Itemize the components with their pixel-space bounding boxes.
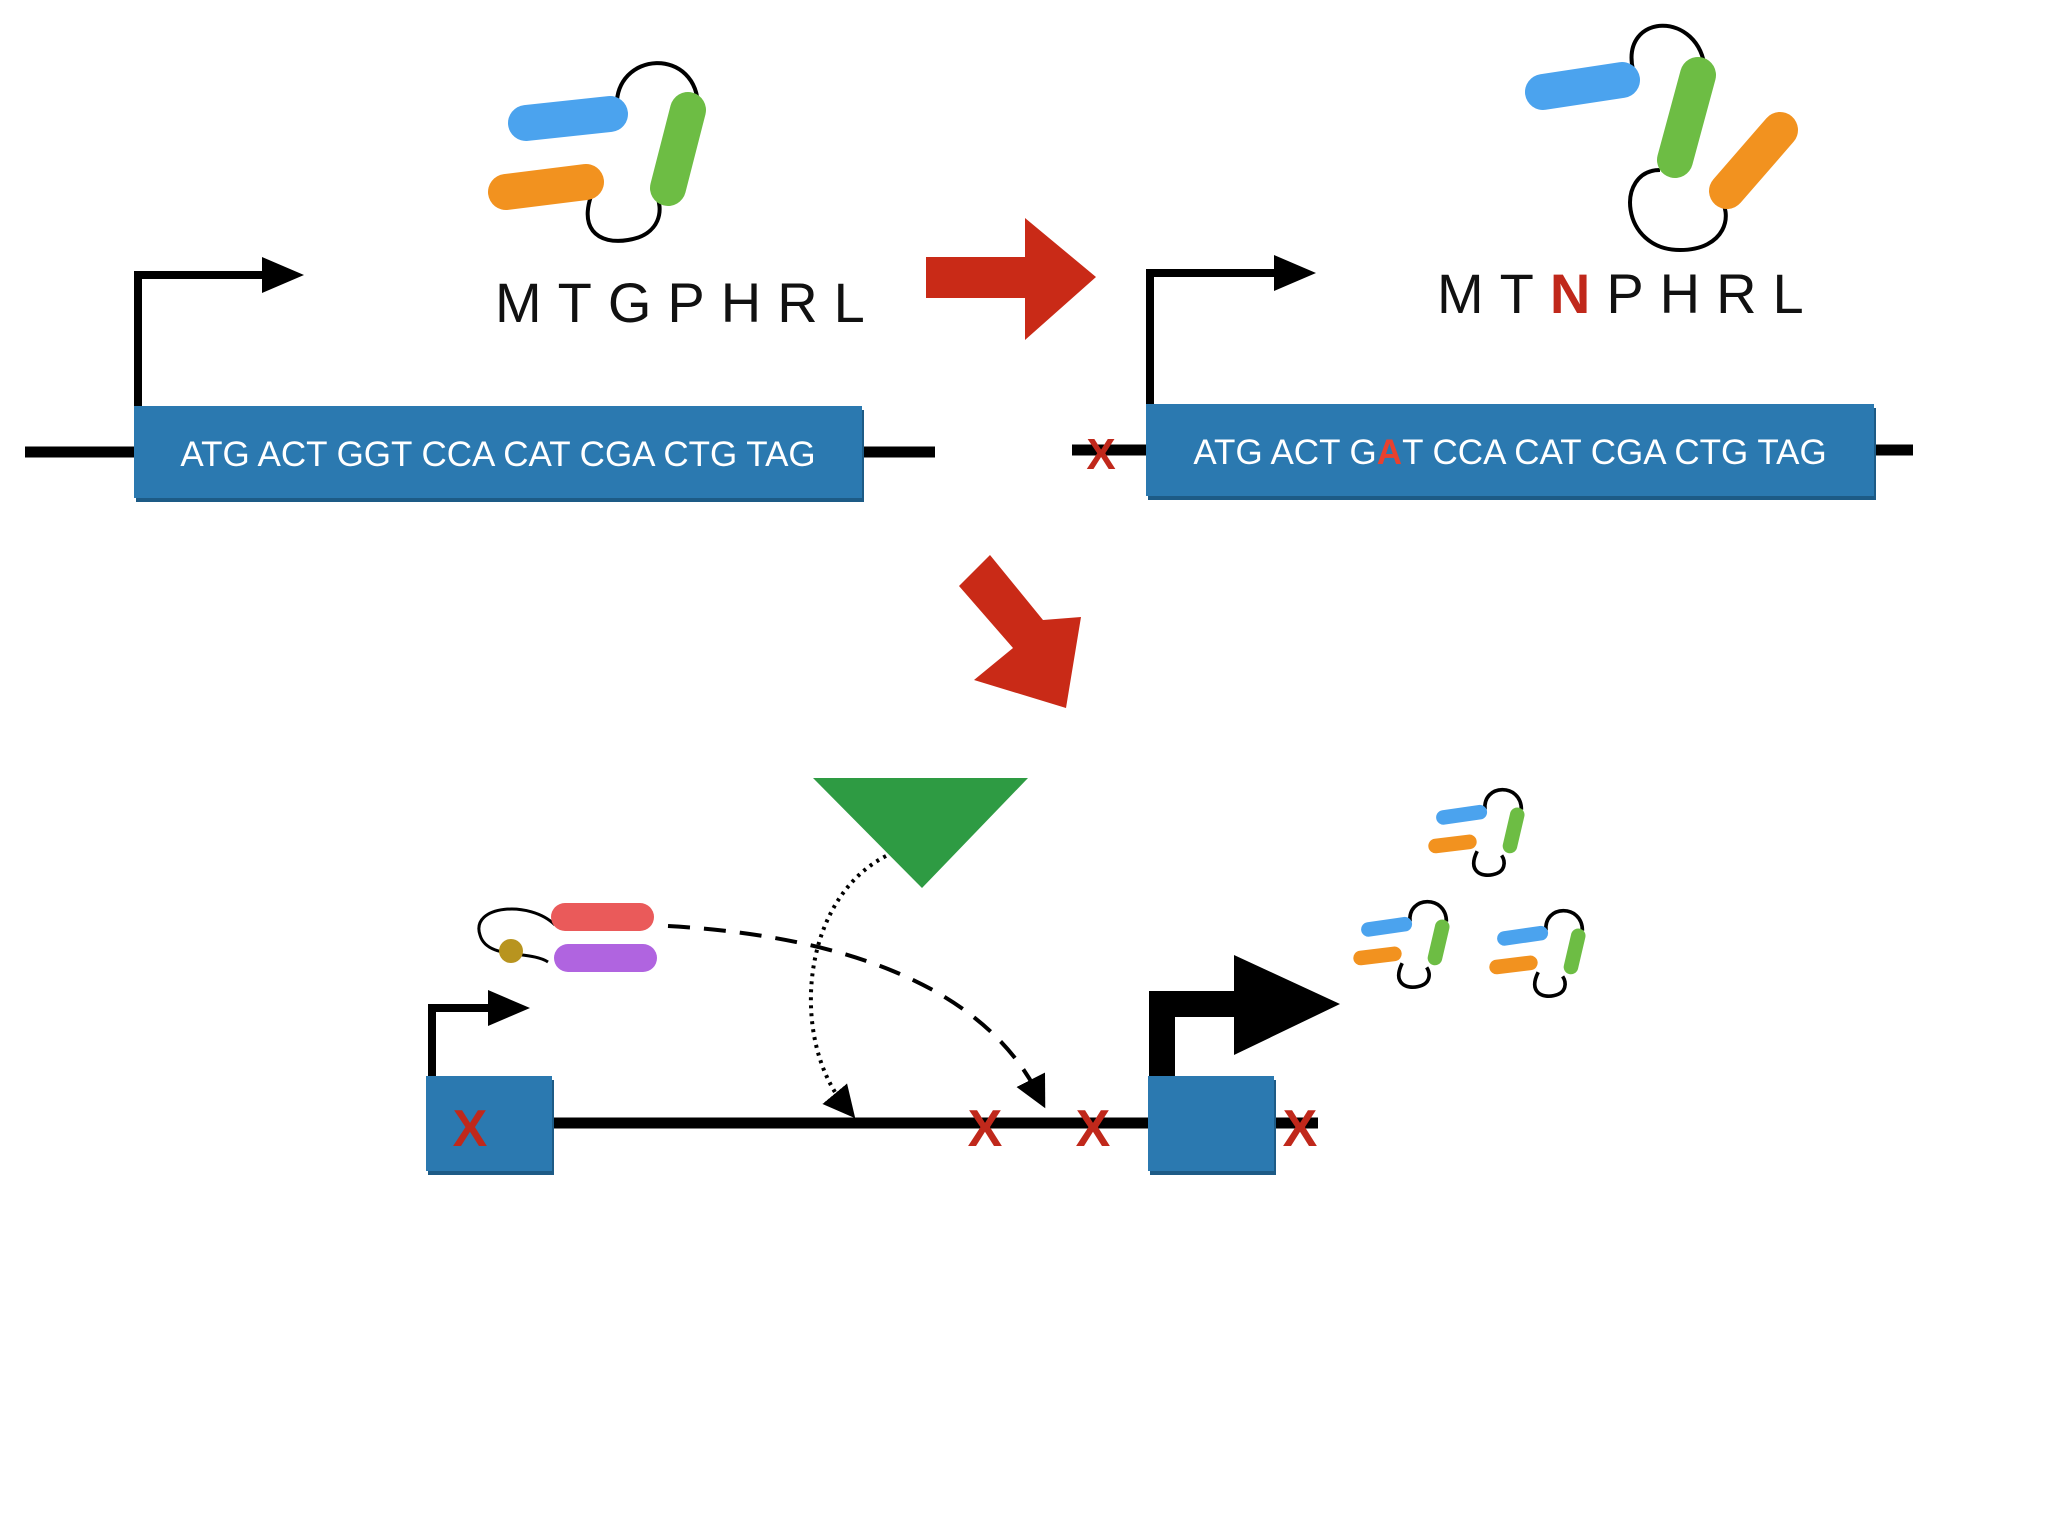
- small-protein-icon: [1489, 908, 1586, 999]
- dotted-arrow: [808, 854, 887, 1119]
- regulatory-mark-2: X: [968, 1100, 1003, 1158]
- mutant-protein-residue: N: [1550, 262, 1606, 325]
- mutant-sequence: ATG ACT GAT CCA CAT CGA CTG TAG: [1193, 433, 1826, 472]
- wildtype-promoter-arrow: [134, 271, 272, 406]
- wildtype-protein-sequence: MTGPHRL: [495, 271, 881, 334]
- protein-cluster: [1353, 787, 1586, 999]
- regulatory-mark-1: X: [453, 1100, 488, 1158]
- wildtype-gene: ATG ACT GGT CCA CAT CGA CTG TAG: [25, 257, 935, 502]
- mutant-sequence-mutated-base: A: [1377, 433, 1402, 472]
- wildtype-exon: [134, 406, 862, 498]
- wildtype-sequence: ATG ACT GGT CCA CAT CGA CTG TAG: [180, 435, 815, 474]
- small-protein-icon: [1353, 899, 1450, 990]
- left-promoter-arrowhead-icon: [488, 990, 530, 1026]
- green-triangle-icon: [813, 778, 1028, 888]
- promoter-mutation-mark: X: [1086, 430, 1115, 479]
- mutant-protein-before: MT: [1437, 262, 1550, 325]
- mutant-promoter-arrow: [1146, 269, 1284, 404]
- mutant-protein-after: PHRL: [1606, 262, 1819, 325]
- mutant-sequence-before: ATG ACT G: [1193, 433, 1376, 472]
- left-exon: [426, 1076, 552, 1171]
- mutant-exon: [1146, 404, 1874, 496]
- mutant-sequence-after: T CCA CAT CGA CTG TAG: [1402, 433, 1827, 472]
- mutation-arrow-right-icon: [926, 218, 1096, 340]
- factor-dot-icon: [499, 939, 523, 963]
- left-promoter-arrow: [428, 1004, 494, 1076]
- regulation-arrow-diagonal-icon: [959, 555, 1081, 708]
- strong-promoter-arrow: [1149, 991, 1250, 1076]
- wildtype-protein-icon: [488, 61, 706, 243]
- regulatory-mark-4: X: [1283, 1100, 1318, 1158]
- mutant-protein-sequence: MTNPHRL: [1437, 262, 1820, 325]
- right-exon: [1148, 1076, 1274, 1171]
- strong-promoter-arrowhead-icon: [1234, 955, 1340, 1055]
- transcription-factor-icon: [477, 903, 657, 972]
- mutant-gene: ATG ACT GAT CCA CAT CGA CTG TAG X: [1072, 255, 1913, 500]
- mutant-promoter-arrowhead-icon: [1274, 255, 1316, 291]
- regulatory-mark-3: X: [1076, 1100, 1111, 1158]
- wildtype-promoter-arrowhead-icon: [262, 257, 304, 293]
- mutant-protein-icon: [1525, 23, 1798, 253]
- small-protein-icon: [1428, 787, 1525, 878]
- dashed-arrow: [667, 924, 1046, 1109]
